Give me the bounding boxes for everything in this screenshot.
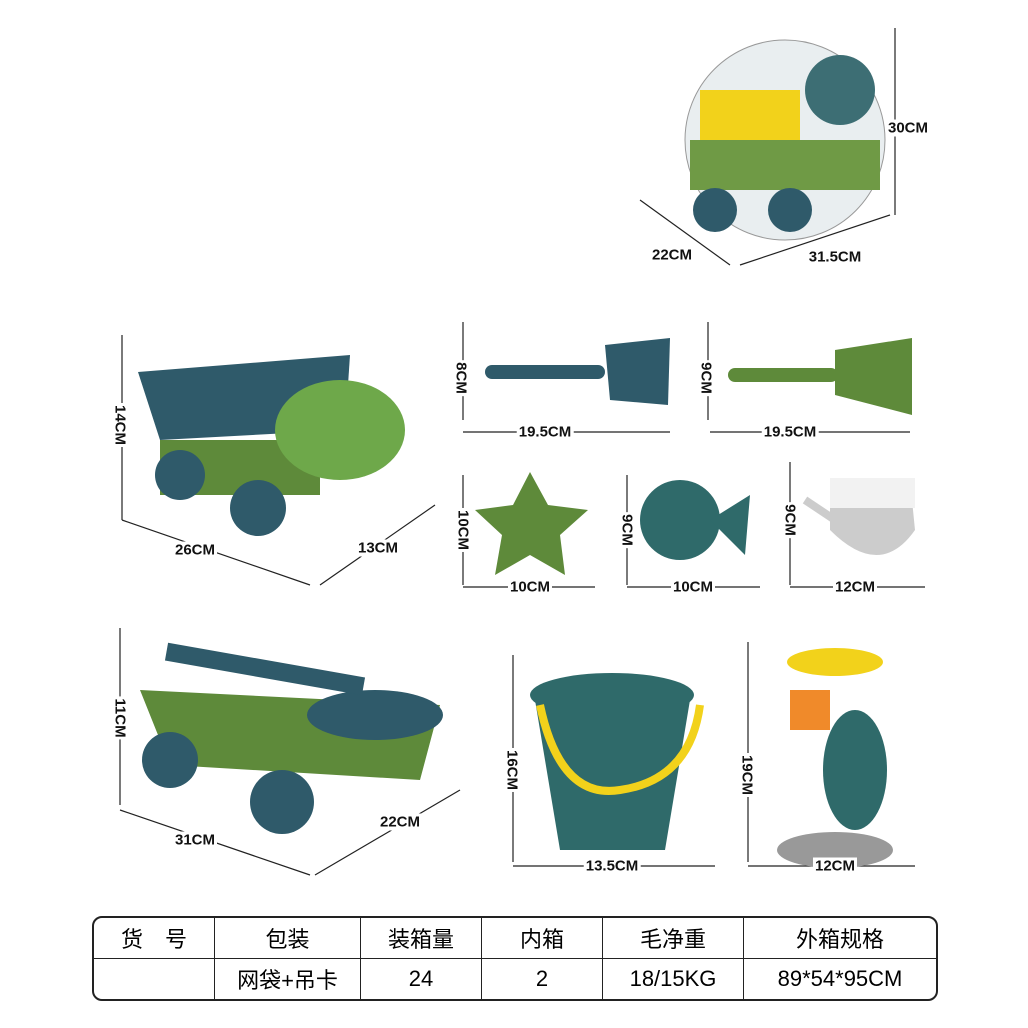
fish-height-label: 9CM [618,512,636,548]
watering-can [802,478,915,555]
package-depth-label: 22CM [649,246,695,264]
shovel [485,338,670,405]
mill-width-label: 12CM [812,857,858,875]
star-width-label: 10CM [507,578,553,596]
package-height-label: 30CM [885,119,931,137]
cell-quantity: 24 [361,959,482,999]
bucket-width-label: 13.5CM [583,857,641,875]
rake-height-label: 9CM [697,360,715,396]
fish-mold [640,480,750,560]
sand-mill [777,648,893,868]
cell-item-no [94,959,215,999]
header-quantity: 装箱量 [361,918,482,959]
header-item-no: 货 号 [94,918,215,959]
rake-length-label: 19.5CM [761,423,819,441]
fish-width-label: 10CM [670,578,716,596]
header-inner-box: 内箱 [482,918,603,959]
can-height-label: 9CM [781,502,799,538]
header-packaging: 包装 [215,918,361,959]
cart-width-label: 22CM [377,813,423,831]
cart-height-label: 11CM [111,696,129,740]
rake [728,338,912,415]
packaged-set [684,39,886,241]
table-row: 网袋+吊卡 24 2 18/15KG 89*54*95CM [94,959,936,999]
can-width-label: 12CM [832,578,878,596]
cell-packaging: 网袋+吊卡 [215,959,361,999]
shovel-height-label: 8CM [452,360,470,396]
truck-length-label: 26CM [172,541,218,559]
header-carton-size: 外箱规格 [744,918,936,959]
star-mold [475,472,588,575]
cell-carton-size: 89*54*95CM [777,966,903,991]
star-height-label: 10CM [454,507,472,553]
package-width-label: 31.5CM [806,248,864,266]
header-weight: 毛净重 [603,918,744,959]
truck-width-label: 13CM [355,539,401,557]
truck-height-label: 14CM [111,402,129,448]
bucket-height-label: 16CM [503,747,521,793]
shovel-length-label: 19.5CM [516,423,574,441]
cart-length-label: 31CM [172,831,218,849]
spec-table: 货 号 包装 装箱量 内箱 毛净重 外箱规格 网袋+吊卡 24 2 18/15K… [92,916,938,1001]
mill-height-label: 19CM [738,752,756,798]
sand-cart [140,642,443,834]
table-header-row: 货 号 包装 装箱量 内箱 毛净重 外箱规格 [94,918,936,959]
dino-dump-truck [138,355,405,536]
cell-inner-box: 2 [482,959,603,999]
cell-weight: 18/15KG [603,959,744,999]
bucket [530,673,704,850]
